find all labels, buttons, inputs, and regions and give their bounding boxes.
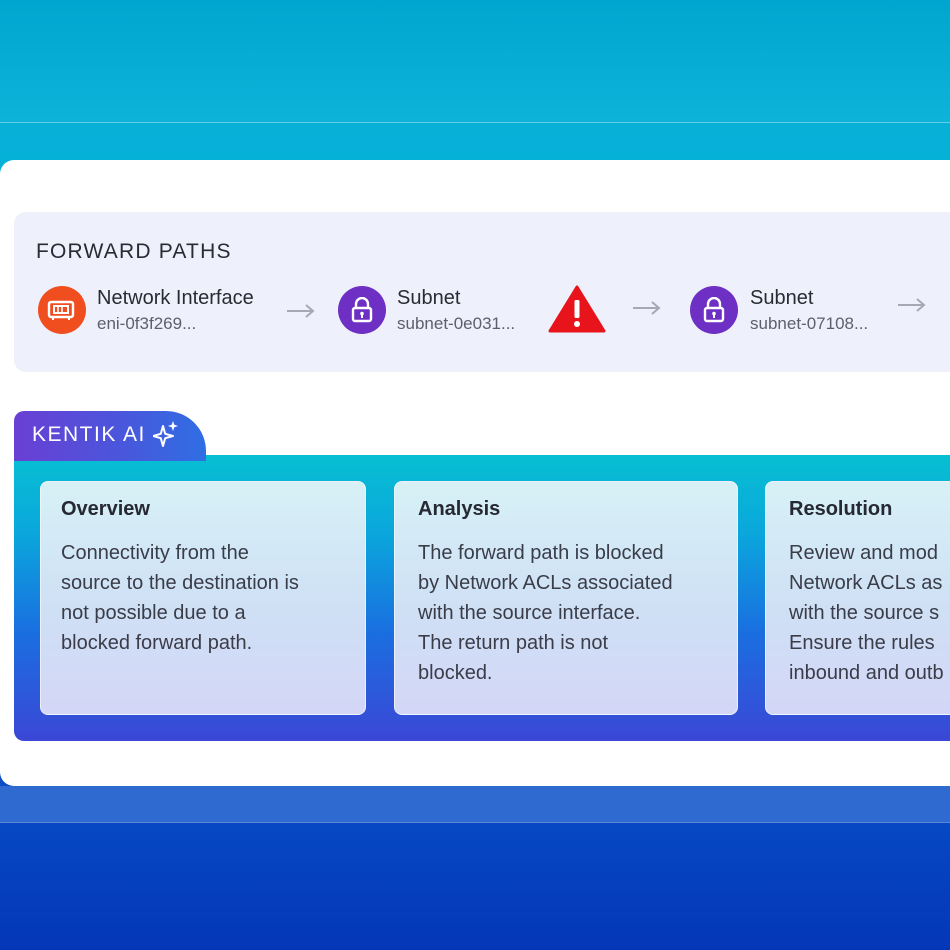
background-top-band	[0, 0, 950, 123]
kentik-ai-label: KENTIK AI	[32, 423, 146, 446]
network-interface-icon[interactable]	[38, 286, 86, 334]
node-title[interactable]: Subnet	[397, 287, 461, 309]
background-bottom-band	[0, 822, 950, 950]
lock-icon[interactable]	[338, 286, 386, 334]
arrow-right-icon	[633, 301, 661, 315]
node-subtitle: subnet-0e031...	[397, 314, 516, 333]
forward-paths-title: FORWARD PATHS	[36, 240, 232, 263]
overview-card: Overview Connectivity from the source to…	[40, 481, 366, 715]
card-body: Connectivity from the source to the dest…	[61, 542, 299, 654]
card-title: Resolution	[789, 498, 893, 520]
card-title: Analysis	[418, 498, 501, 520]
lock-icon[interactable]	[690, 286, 738, 334]
card-body: The forward path is blocked by Network A…	[418, 542, 673, 684]
node-subtitle: subnet-07108...	[750, 314, 869, 333]
resolution-card: Resolution Review and mod Network ACLs a…	[765, 481, 950, 715]
node-title[interactable]: Subnet	[750, 287, 814, 309]
analysis-card: Analysis The forward path is blocked by …	[394, 481, 738, 715]
card-title: Overview	[61, 498, 150, 520]
arrow-right-icon	[898, 298, 926, 312]
background-shade-band	[0, 786, 950, 822]
node-subtitle: eni-0f3f269...	[97, 314, 197, 333]
arrow-right-icon	[287, 304, 315, 318]
node-title[interactable]: Network Interface	[97, 287, 254, 309]
forward-paths-panel	[14, 212, 950, 372]
card-body: Review and mod Network ACLs as with the …	[789, 542, 944, 684]
sparkle-icon	[153, 421, 178, 447]
warning-icon[interactable]	[548, 284, 606, 334]
